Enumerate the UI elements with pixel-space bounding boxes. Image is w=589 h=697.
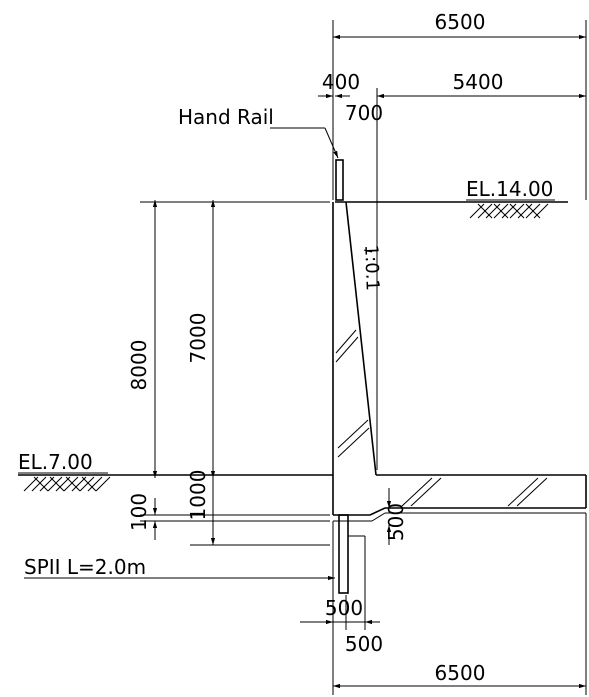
dim-8000: 8000 [127,340,151,391]
dim-500-vertical: 500 [384,503,408,541]
hand-rail: Hand Rail [178,105,344,201]
elevation-top: EL.14.00 [335,177,568,219]
sheet-pile: SPII L=2.0m [24,514,365,594]
dimension-top-split: 400 5400 700 [318,70,586,470]
hand-rail-label: Hand Rail [178,105,274,129]
batter-label: 1:0.1 [360,244,383,291]
dimension-top-total: 6500 [332,10,587,200]
dim-400: 400 [322,70,360,94]
el-bottom-label: EL.7.00 [18,450,93,474]
sheet-pile-label: SPII L=2.0m [24,555,146,579]
dim-700: 700 [345,101,383,125]
dim-500-key-b: 500 [345,632,383,656]
el-top-label: EL.14.00 [466,177,553,201]
dim-500-key-a: 500 [325,596,363,620]
dim-100: 100 [127,493,151,531]
dim-6500-top: 6500 [435,10,486,34]
elevation-bottom: EL.7.00 [18,450,333,492]
dim-7000: 7000 [186,313,210,364]
dim-6500-bottom: 6500 [435,661,486,685]
retaining-wall-body [332,201,587,522]
dim-1000: 1000 [186,470,210,521]
dimension-key-depth: 500 [384,488,408,545]
wall-hatching [335,329,548,507]
dimension-vertical: 8000 7000 1000 100 [127,200,330,546]
dim-5400: 5400 [453,70,504,94]
dimension-bottom: 500 500 6500 [300,513,587,695]
